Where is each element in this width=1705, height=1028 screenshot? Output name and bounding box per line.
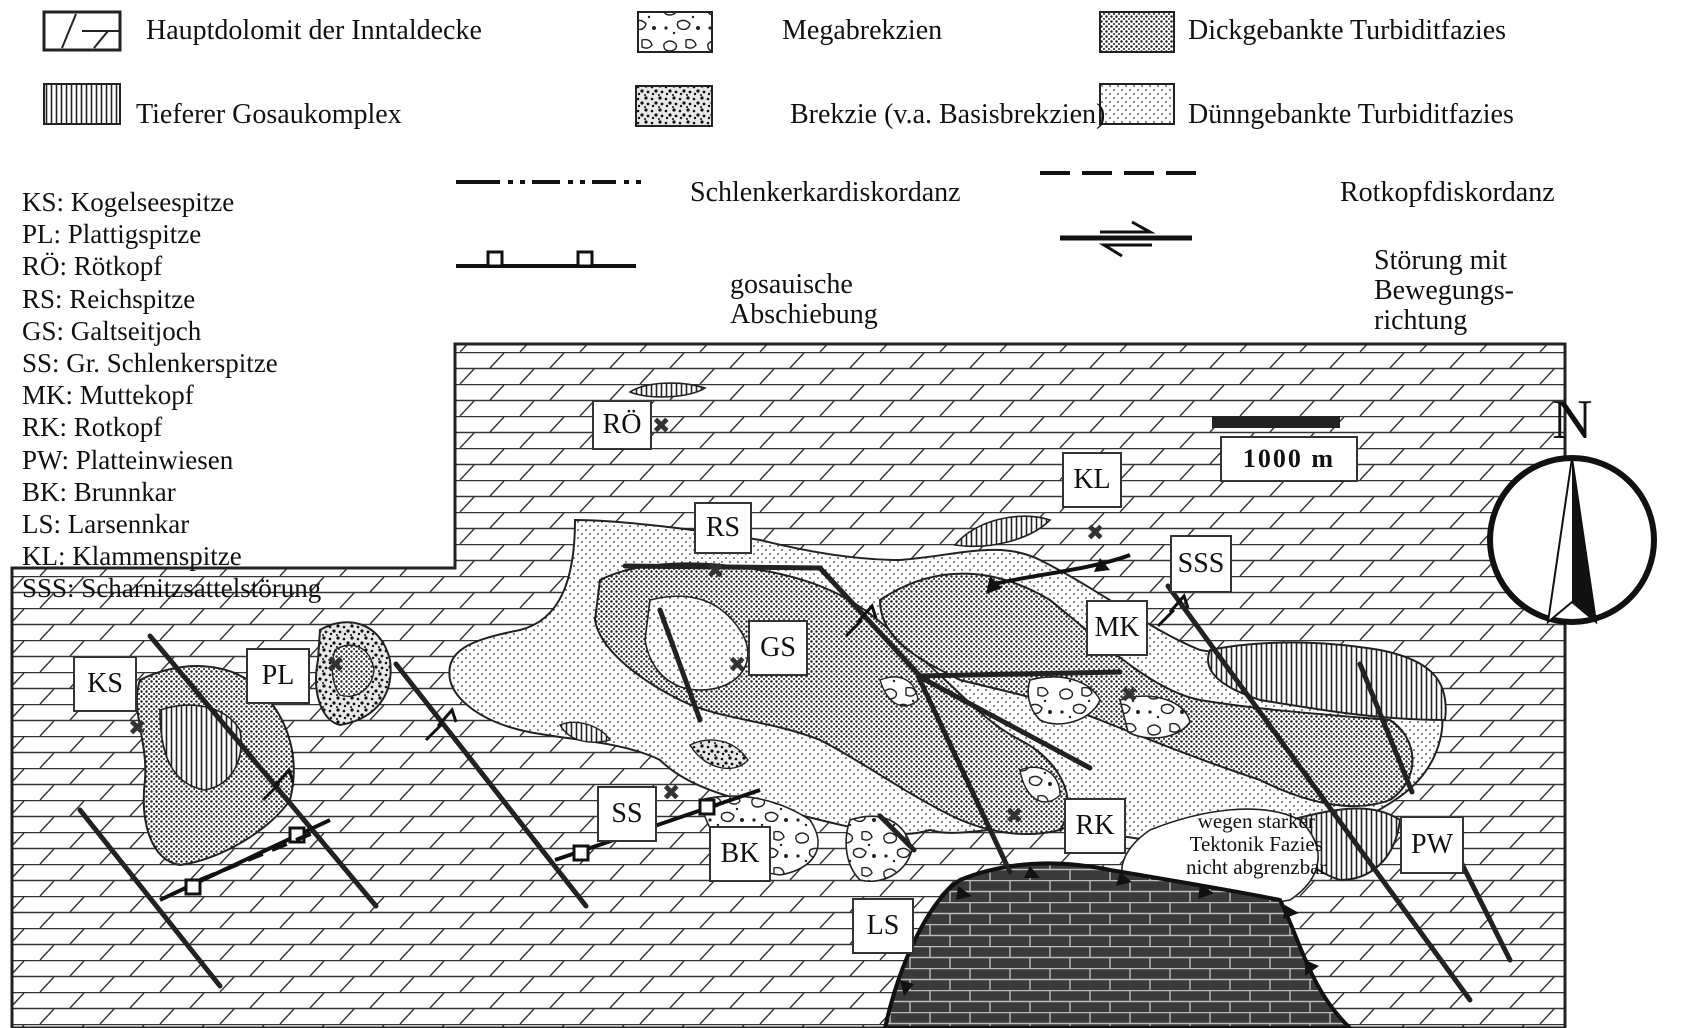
north-label: N xyxy=(1552,389,1593,451)
symbol-gosau-fault xyxy=(456,250,636,268)
abbrev-item: SSS: Scharnitzsattelstörung xyxy=(22,573,322,604)
scale-bar xyxy=(1212,416,1340,428)
tectonic-note: wegen starker Tektonik Fazies nicht abgr… xyxy=(1186,809,1327,879)
unit-dick-east xyxy=(878,572,1414,808)
legend-hauptdolomit-label: Hauptdolomit der Inntaldecke xyxy=(146,15,482,46)
svg-text:✖: ✖ xyxy=(128,716,146,741)
svg-text:✖: ✖ xyxy=(1086,521,1104,546)
abbrev-item: GS: Galtseitjoch xyxy=(22,315,202,346)
svg-text:✖: ✖ xyxy=(728,653,746,678)
abbrev-item: KL: Klammenspitze xyxy=(22,541,242,572)
unit-mega-3 xyxy=(1027,676,1101,725)
unit-mega-5 xyxy=(1019,766,1061,803)
svg-text:✖: ✖ xyxy=(652,414,670,439)
svg-text:✖: ✖ xyxy=(706,559,724,584)
abbrev-item: SS: Gr. Schlenkerspitze xyxy=(22,348,278,379)
unit-tieferer-kl xyxy=(953,515,1052,548)
place-label-bk: BK xyxy=(709,826,771,882)
svg-text:✖: ✖ xyxy=(662,781,680,806)
abbrev-item: RÖ: Rötkopf xyxy=(22,251,163,282)
place-label-sss: SSS xyxy=(1170,535,1232,593)
abbrev-item: PW: Platteinwiesen xyxy=(22,444,234,475)
legend-megabrekzien-label: Megabrekzien xyxy=(782,15,943,46)
place-label-rk: RK xyxy=(1064,798,1126,854)
place-label-pl: PL xyxy=(246,648,310,704)
north-arrow xyxy=(1487,455,1657,625)
swatch-duenngebankte xyxy=(1099,83,1175,125)
location-markers: ✖ ✖ ✖ ✖ ✖ ✖ ✖ ✖ ✖ xyxy=(128,414,1138,829)
symbol-strike-slip xyxy=(1060,220,1192,258)
place-label-gs: GS xyxy=(748,620,808,676)
unit-brunnkar-breccia xyxy=(689,739,749,770)
place-label-ls: LS xyxy=(852,898,914,954)
thrust-teeth xyxy=(900,866,1319,996)
abbrev-item: KS: Kogelseespitze xyxy=(22,187,235,217)
place-label-ss: SS xyxy=(597,786,657,842)
abbrev-item: LS: Larsennkar xyxy=(22,509,190,540)
abbrev-item: RK: Rotkopf xyxy=(22,412,163,443)
legend-schlenkerkar-label: Schlenkerkardiskordanz xyxy=(690,177,961,208)
unit-sparse-inner xyxy=(644,595,749,691)
abbrev-item: MK: Muttekopf xyxy=(22,380,194,411)
place-label-mk: MK xyxy=(1086,600,1148,656)
map-slip-arrows xyxy=(261,593,1190,802)
unit-tieferer-w xyxy=(559,721,612,743)
unit-mega-4 xyxy=(1119,695,1191,739)
unit-tieferer-ro xyxy=(628,382,707,398)
map-rotkopf-discordance xyxy=(199,828,321,882)
legend-dickgebankte-label: Dickgebankte Turbiditfazies xyxy=(1188,15,1507,46)
legend-tieferer-label: Tieferer Gosaukomplex xyxy=(136,99,402,130)
normal-faults xyxy=(159,553,1131,902)
place-label-pw: PW xyxy=(1400,816,1464,874)
unit-mega-6 xyxy=(879,676,919,707)
legend-gosau-fault-label: gosauische Abschiebung xyxy=(730,269,878,330)
legend-line-symbols xyxy=(456,171,1196,268)
legend-swatches xyxy=(42,10,1175,127)
place-label-ks: KS xyxy=(73,656,137,712)
abbreviation-list: KS: Kogelseespitze PL: Plattigspitze RÖ:… xyxy=(22,186,321,605)
legend-rotkopf-label: Rotkopfdiskordanz xyxy=(1340,177,1555,208)
scale-label: 1000 m xyxy=(1220,436,1358,482)
unit-pl-inner xyxy=(331,644,375,697)
fault-lines xyxy=(77,563,1513,1003)
swatch-tieferer-gosau xyxy=(43,83,121,125)
legend-duenngebankte-label: Dünngebankte Turbiditfazies xyxy=(1188,99,1514,130)
sawtooth-thrust xyxy=(986,558,1110,594)
legend-strike-slip-label: Störung mit Bewegungs- richtung xyxy=(1374,245,1514,336)
place-label-kl: KL xyxy=(1062,452,1122,508)
place-label-ro: RÖ xyxy=(592,400,652,450)
abbrev-item: BK: Brunnkar xyxy=(22,476,176,507)
svg-text:✖: ✖ xyxy=(1005,804,1023,829)
svg-text:✖: ✖ xyxy=(326,653,344,678)
swatch-megabrekzien xyxy=(637,11,713,53)
abbrev-item: RS: Reichspitze xyxy=(22,283,196,314)
svg-text:✖: ✖ xyxy=(1120,683,1138,708)
abbrev-item: PL: Plattigspitze xyxy=(22,219,202,250)
legend-brekzie-label: Brekzie (v.a. Basisbrekzien) xyxy=(790,99,1106,130)
unit-dark-brick xyxy=(882,861,1353,1028)
place-label-rs: RS xyxy=(694,502,752,554)
swatch-dickgebankte xyxy=(1099,11,1175,53)
swatch-brekzie xyxy=(635,85,713,127)
